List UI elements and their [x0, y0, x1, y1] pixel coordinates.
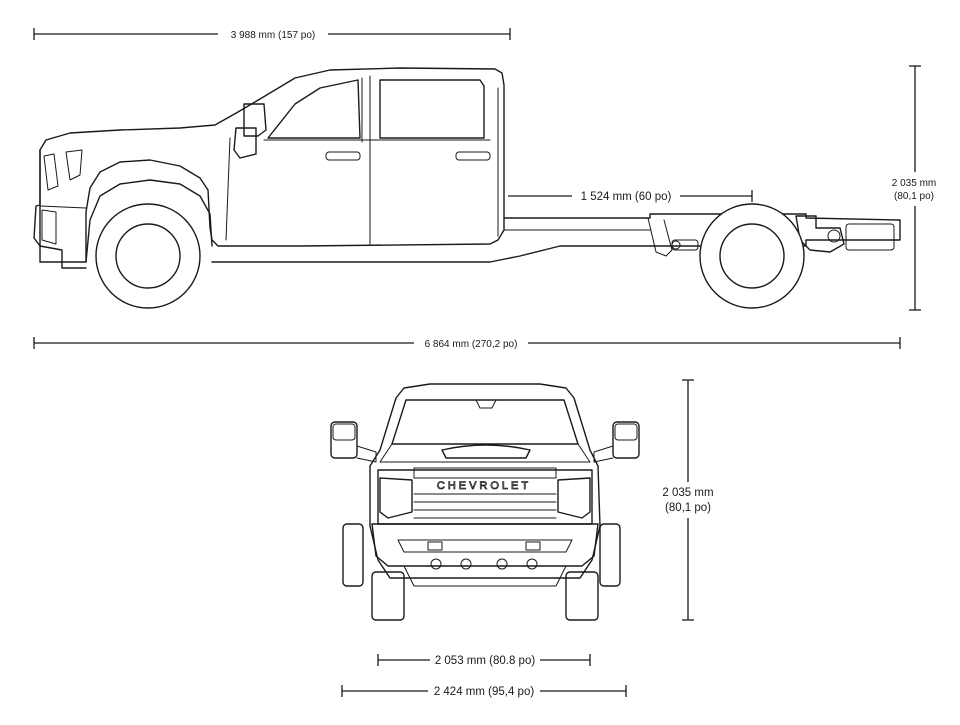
front-right-mirror	[593, 421, 640, 463]
dim-front-track: 2 053 mm (80.8 po)	[377, 654, 591, 667]
dim-front-height: 2 035 mm (80,1 po)	[662, 379, 714, 621]
front-left-mirror	[330, 421, 377, 463]
dim-overall-length: 6 864 mm (270,2 po)	[33, 337, 901, 350]
front-left-headlight	[379, 477, 413, 519]
dim-overall-width-label: 2 424 mm (95,4 po)	[434, 686, 535, 698]
side-rear-window	[379, 79, 485, 139]
front-grille-badge: CHEVROLET	[437, 480, 531, 492]
side-front-door-edge	[225, 137, 231, 241]
front-skid-plate	[403, 565, 567, 587]
dim-front-height-label-1: 2 035 mm	[662, 487, 713, 499]
side-front-wheel	[95, 203, 201, 309]
front-outer-right-tire	[599, 523, 621, 587]
side-rear-door-handle	[455, 151, 491, 161]
dim-overall-width: 2 424 mm (95,4 po)	[341, 685, 627, 698]
dim-side-height-label-2: (80,1 po)	[894, 191, 934, 202]
dim-overall-length-label: 6 864 mm (270,2 po)	[425, 339, 518, 350]
front-cab-outline	[369, 383, 601, 579]
side-rear-spring-hanger	[647, 217, 673, 257]
dim-wheelbase-cab-label: 3 988 mm (157 po)	[231, 30, 316, 41]
side-body-outline	[39, 67, 505, 263]
side-grille-corner	[65, 149, 83, 181]
front-bumper	[371, 523, 599, 567]
side-front-wheel-arch	[85, 179, 213, 263]
side-rear-wheel	[699, 203, 805, 309]
dim-front-track-label: 2 053 mm (80.8 po)	[435, 655, 536, 667]
front-view-truck: CHEVROLET	[330, 383, 640, 621]
front-windshield	[391, 399, 579, 445]
front-left-tire	[371, 571, 405, 621]
side-view-truck	[33, 67, 901, 309]
side-mirror	[243, 103, 267, 137]
dim-wheelbase-cab: 3 988 mm (157 po)	[33, 28, 511, 41]
side-front-window	[267, 79, 361, 139]
side-front-fascia	[33, 149, 87, 269]
side-front-door-handle	[325, 151, 361, 161]
front-right-tire	[565, 571, 599, 621]
dim-front-height-label-2: (80,1 po)	[665, 502, 711, 514]
dim-side-height: 2 035 mm (80,1 po)	[892, 65, 936, 311]
front-hood-scoop	[441, 444, 531, 459]
side-rear-hitch	[795, 215, 845, 253]
side-fog-light	[41, 209, 57, 245]
front-outer-left-tire	[342, 523, 364, 587]
side-chassis-frame	[211, 213, 901, 263]
dim-cab-to-axle: 1 524 mm (60 po)	[508, 190, 753, 203]
front-hood	[379, 443, 591, 463]
dim-side-height-label-1: 2 035 mm	[892, 178, 936, 189]
dim-cab-to-axle-label: 1 524 mm (60 po)	[581, 191, 672, 203]
side-headlight	[43, 153, 59, 191]
front-right-headlight	[557, 477, 591, 519]
